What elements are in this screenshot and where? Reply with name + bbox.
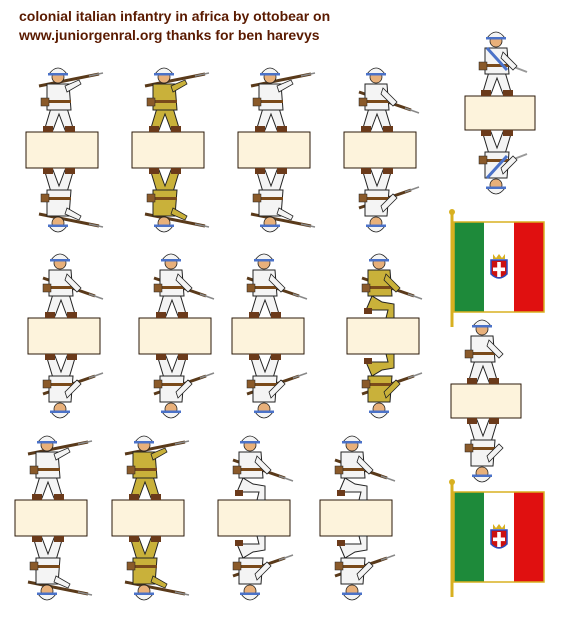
soldier-figure xyxy=(38,67,104,132)
figure-base xyxy=(450,383,522,419)
soldier-figure-mirror xyxy=(334,535,396,601)
soldier-figure-mirror xyxy=(232,535,294,601)
figure-base xyxy=(14,499,88,537)
soldier-figure-mirror xyxy=(361,353,423,419)
figure-base xyxy=(111,499,185,537)
soldier-figure xyxy=(464,319,504,384)
figure-base xyxy=(138,317,212,355)
flag-upper xyxy=(449,209,545,327)
soldier-figure xyxy=(232,435,294,501)
sheet-title-line-2: www.juniorgenral.org thanks for ben hare… xyxy=(19,27,320,43)
soldier-figure xyxy=(334,435,396,501)
soldier-figure xyxy=(478,31,528,96)
figure-base xyxy=(231,317,305,355)
savoy-cross-icon xyxy=(490,254,508,279)
sheet-title-line-1: colonial italian infantry in africa by o… xyxy=(19,8,331,24)
figure-base xyxy=(464,95,536,131)
soldier-figure-mirror xyxy=(464,418,504,483)
soldier-figure xyxy=(42,253,104,318)
soldier-figure xyxy=(27,435,93,500)
soldier-figure xyxy=(144,67,210,132)
soldier-figure-mirror xyxy=(38,168,104,233)
figure-base xyxy=(237,131,311,169)
soldier-figure xyxy=(246,253,308,318)
soldier-figure-mirror xyxy=(144,168,210,233)
soldier-figure-mirror xyxy=(42,354,104,419)
figure-base xyxy=(217,499,291,537)
soldier-figure-mirror xyxy=(27,536,93,601)
soldier-figure-mirror xyxy=(153,354,215,419)
soldier-figure xyxy=(250,67,316,132)
soldier-figure-mirror xyxy=(478,130,528,195)
soldier-figure-mirror xyxy=(250,168,316,233)
figure-base xyxy=(343,131,417,169)
soldier-figure xyxy=(358,67,420,132)
soldier-figure xyxy=(124,435,190,500)
figure-base xyxy=(346,317,420,355)
savoy-cross-icon xyxy=(490,524,508,549)
figure-base xyxy=(131,131,205,169)
flag-lower xyxy=(449,479,545,597)
soldier-figure xyxy=(153,253,215,318)
figure-base xyxy=(27,317,101,355)
figure-base xyxy=(319,499,393,537)
figure-base xyxy=(25,131,99,169)
soldier-figure xyxy=(361,253,423,319)
soldier-figure-mirror xyxy=(358,168,420,233)
soldier-figure-mirror xyxy=(246,354,308,419)
soldier-figure-mirror xyxy=(124,536,190,601)
